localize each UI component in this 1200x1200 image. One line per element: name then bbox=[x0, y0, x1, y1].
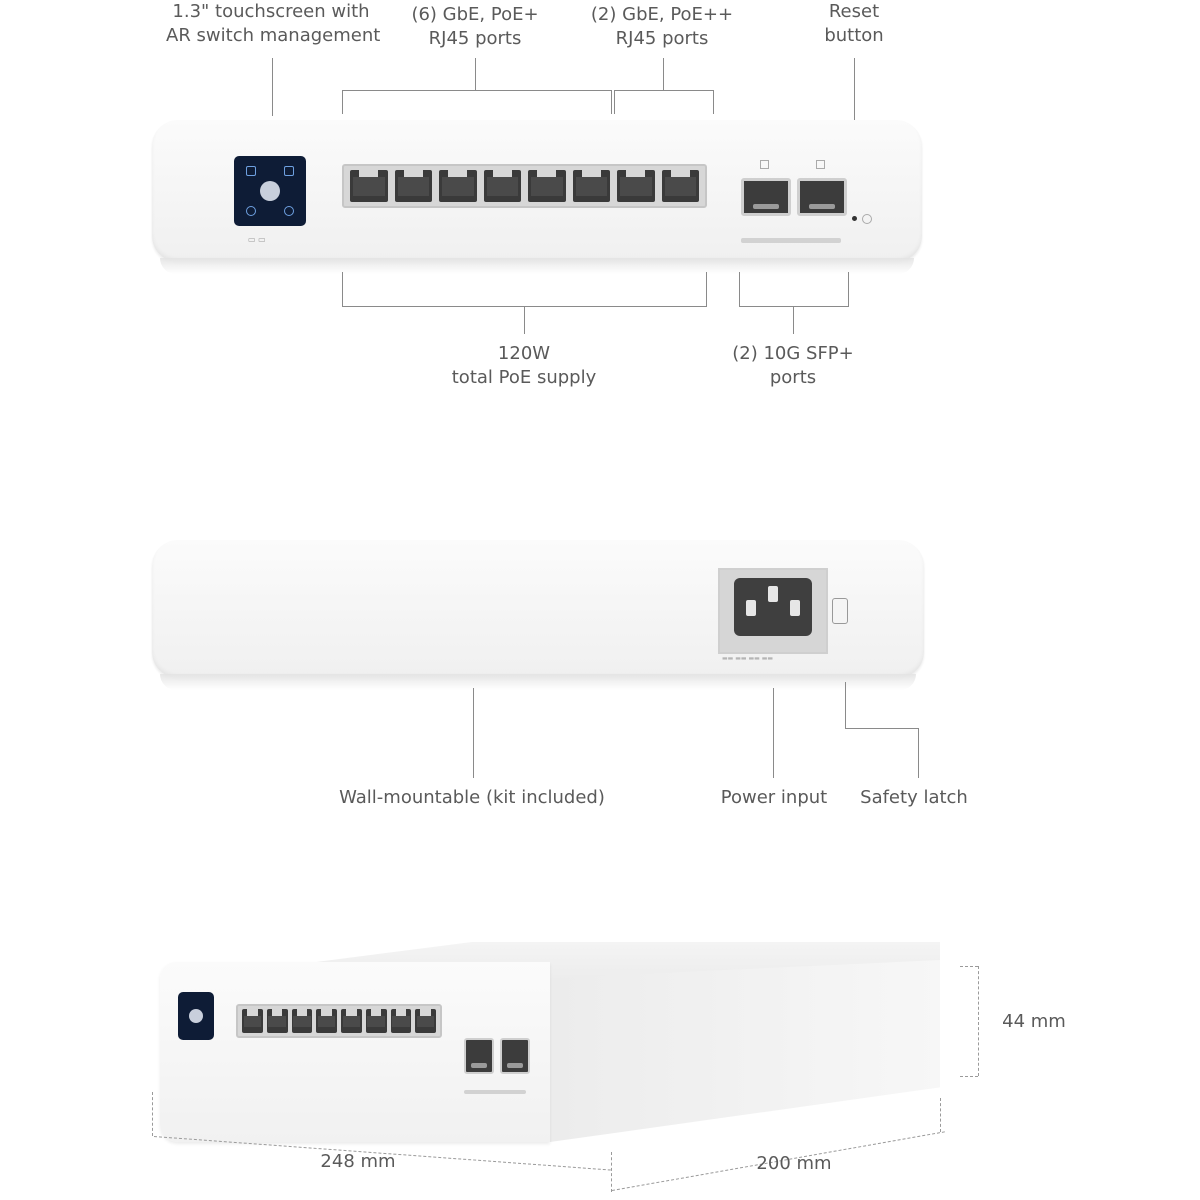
width-dim-left bbox=[152, 1092, 153, 1136]
sfp-led-icon bbox=[816, 160, 825, 169]
depth-dimension-label: 200 mm bbox=[756, 1153, 832, 1174]
rj45-port[interactable] bbox=[572, 170, 610, 202]
sfp-port[interactable] bbox=[500, 1038, 530, 1074]
rj45-port[interactable] bbox=[365, 1009, 387, 1033]
touchscreen-callout-line2: AR switch management bbox=[166, 25, 381, 46]
front-shadow bbox=[160, 258, 914, 274]
sfp-port[interactable] bbox=[797, 178, 847, 216]
power-pin bbox=[746, 600, 756, 616]
poe-plusplus-bracket-left bbox=[614, 90, 615, 114]
poe-plus-bracket bbox=[342, 90, 612, 91]
screen-corner-icon bbox=[284, 166, 294, 176]
height-dim-top bbox=[960, 966, 978, 967]
reset-indicator-icon bbox=[862, 214, 872, 224]
touchscreen-leader bbox=[272, 58, 273, 116]
reset-callout-line1: Reset bbox=[828, 1, 880, 22]
sfp-callout-line1: (2) 10G SFP+ bbox=[732, 343, 854, 364]
safety-latch-callout: Safety latch bbox=[860, 787, 968, 808]
poe-supply-leader bbox=[524, 306, 525, 334]
switch-side-panel bbox=[550, 960, 940, 1142]
sfp-leader bbox=[793, 306, 794, 334]
poe-plus-leader bbox=[475, 58, 476, 90]
touchscreen-display[interactable] bbox=[234, 156, 306, 226]
sfp-callout-line2: ports bbox=[769, 367, 817, 388]
poe-plusplus-callout-line1: (2) GbE, PoE++ bbox=[590, 4, 734, 25]
wall-mount-callout: Wall-mountable (kit included) bbox=[339, 787, 605, 808]
power-rating-text: ▬▬ ▬▬ ▬▬ ▬▬ bbox=[722, 655, 774, 662]
rj45-port-block bbox=[342, 164, 707, 208]
power-input-socket[interactable] bbox=[718, 568, 828, 654]
rj45-port[interactable] bbox=[617, 170, 655, 202]
sfp-port[interactable] bbox=[464, 1038, 494, 1074]
poe-plusplus-callout-line2: RJ45 ports bbox=[615, 28, 709, 49]
screen-corner-icon bbox=[284, 206, 294, 216]
rj45-port[interactable] bbox=[390, 1009, 412, 1033]
screen-center-icon bbox=[189, 1009, 203, 1023]
screen-center-icon bbox=[260, 181, 280, 201]
rj45-port[interactable] bbox=[291, 1009, 313, 1033]
device-logo: ▭ ▭ bbox=[248, 235, 266, 244]
rj45-port[interactable] bbox=[439, 170, 477, 202]
width-dim-right bbox=[611, 1152, 612, 1192]
safety-latch-leader-a bbox=[845, 682, 846, 728]
sfp-led-icon bbox=[760, 160, 769, 169]
poe-supply-callout-line2: total PoE supply bbox=[451, 367, 597, 388]
sfp-bracket-right bbox=[848, 272, 849, 306]
power-pin bbox=[768, 586, 778, 602]
power-socket-icon bbox=[734, 578, 812, 636]
sfp-bracket-left bbox=[739, 272, 740, 306]
sfp-status-strip bbox=[741, 238, 841, 243]
poe-supply-bracket-right bbox=[706, 272, 707, 306]
rj45-port[interactable] bbox=[394, 170, 432, 202]
touchscreen-display-small[interactable] bbox=[178, 992, 214, 1040]
rj45-port[interactable] bbox=[415, 1009, 436, 1033]
power-input-callout: Power input bbox=[720, 787, 828, 808]
rj45-port[interactable] bbox=[316, 1009, 337, 1033]
power-pin bbox=[790, 600, 800, 616]
poe-supply-bracket-left bbox=[342, 272, 343, 306]
reset-callout-line2: button bbox=[824, 25, 884, 46]
sfp-status-strip bbox=[464, 1090, 526, 1094]
poe-plus-callout-line2: RJ45 ports bbox=[428, 28, 522, 49]
rj45-port[interactable] bbox=[341, 1009, 362, 1033]
poe-plus-bracket-right bbox=[611, 90, 612, 114]
wall-mount-leader bbox=[473, 688, 474, 778]
rj45-port[interactable] bbox=[661, 170, 699, 202]
rj45-port[interactable] bbox=[350, 170, 388, 202]
safety-latch-leader-b bbox=[845, 728, 919, 729]
rj45-port[interactable] bbox=[242, 1009, 263, 1033]
width-dimension-label: 248 mm bbox=[320, 1151, 396, 1172]
poe-plusplus-leader bbox=[663, 58, 664, 90]
rj45-port[interactable] bbox=[528, 170, 566, 202]
rj45-port[interactable] bbox=[266, 1009, 288, 1033]
sfp-port[interactable] bbox=[741, 178, 791, 216]
touchscreen-callout-line1: 1.3" touchscreen with bbox=[172, 1, 370, 22]
height-dimension-line bbox=[978, 966, 979, 1076]
safety-latch-leader-c bbox=[918, 728, 919, 778]
depth-dim-right bbox=[940, 1098, 941, 1132]
rj45-port-block-small bbox=[236, 1004, 442, 1038]
safety-latch-icon[interactable] bbox=[832, 598, 848, 624]
screen-corner-icon bbox=[246, 166, 256, 176]
sfp-bracket bbox=[739, 306, 849, 307]
height-dimension-label: 44 mm bbox=[1002, 1011, 1066, 1032]
poe-plusplus-bracket-right bbox=[713, 90, 714, 114]
poe-plusplus-bracket bbox=[614, 90, 714, 91]
height-dim-bottom bbox=[960, 1076, 978, 1077]
power-input-leader bbox=[773, 688, 774, 778]
reset-button-icon[interactable] bbox=[852, 216, 857, 221]
poe-supply-callout-line1: 120W bbox=[497, 343, 551, 364]
poe-plus-bracket-left bbox=[342, 90, 343, 114]
screen-corner-icon bbox=[246, 206, 256, 216]
rj45-port[interactable] bbox=[483, 170, 521, 202]
rear-shadow bbox=[160, 674, 916, 690]
poe-plus-callout-line1: (6) GbE, PoE+ bbox=[411, 4, 539, 25]
